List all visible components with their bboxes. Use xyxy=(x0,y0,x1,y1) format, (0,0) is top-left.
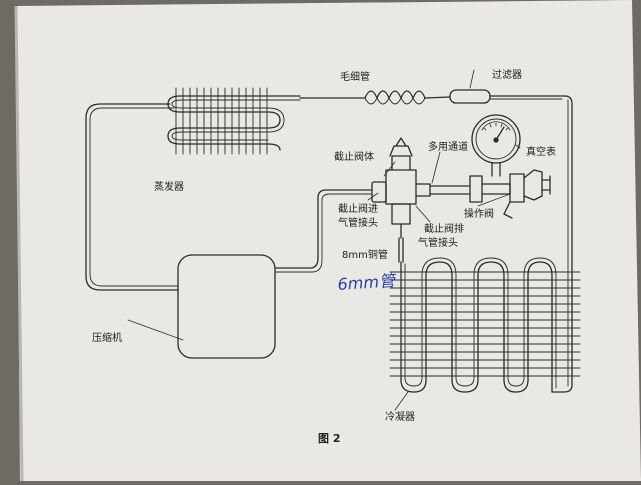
page-edge xyxy=(14,5,24,482)
evaporator-fins xyxy=(175,87,268,155)
suction-line xyxy=(85,103,281,291)
label-tube-8mm: 8mm铜管 xyxy=(342,248,388,261)
label-valve-body: 截止阀体 xyxy=(334,150,374,163)
label-valve-inlet-1: 截止阀进 xyxy=(338,202,378,215)
label-vacuum-gauge: 真空表 xyxy=(526,145,556,158)
label-capillary: 毛细管 xyxy=(340,70,370,83)
label-valve-outlet-2: 气管接头 xyxy=(418,236,458,249)
handwritten-note: 6mm管 xyxy=(337,271,399,294)
multi-channel-line xyxy=(429,169,551,219)
condenser-fins xyxy=(389,271,581,377)
condenser xyxy=(389,257,581,393)
filter-to-condenser-tube xyxy=(551,95,573,393)
filter-drier xyxy=(449,89,566,104)
label-valve-inlet-2: 气管接头 xyxy=(338,216,378,229)
label-operating-valve: 操作阀 xyxy=(464,207,494,220)
evaporator xyxy=(167,87,301,155)
compressor xyxy=(177,189,373,359)
label-evaporator: 蒸发器 xyxy=(154,180,184,193)
label-condenser: 冷凝器 xyxy=(385,410,415,423)
label-multi-channel: 多用通道 xyxy=(428,140,468,153)
capillary-tube xyxy=(299,90,451,105)
vacuum-gauge xyxy=(471,114,521,177)
leader-lines xyxy=(127,69,521,411)
shutoff-valve xyxy=(371,137,431,239)
paper-page xyxy=(16,0,641,481)
label-compressor: 压缩机 xyxy=(92,331,122,344)
figure-caption: 图 2 xyxy=(318,432,340,445)
label-filter: 过滤器 xyxy=(492,68,522,81)
label-valve-outlet-1: 截止阀排 xyxy=(424,222,464,235)
